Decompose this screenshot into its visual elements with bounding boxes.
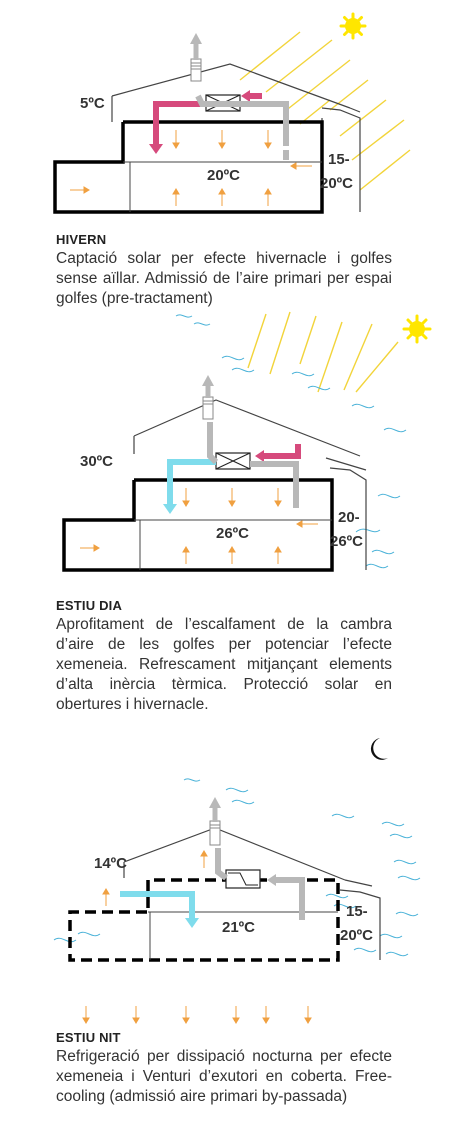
temp-outside: 5ºC — [80, 95, 105, 112]
temp-greenhouse-bottom: 26ºC — [330, 533, 363, 550]
building-walls — [62, 478, 334, 572]
arrowhead — [255, 450, 264, 462]
caption-title: ESTIU DIA — [56, 598, 123, 613]
diagram-summer-night: 14ºC 21ºC 15- 20ºC — [53, 738, 421, 1024]
heat-exchanger-bypass — [225, 869, 261, 889]
wind-streaks — [53, 778, 421, 957]
exhaust-duct — [207, 422, 299, 508]
sun-rays — [247, 311, 399, 393]
caption-body: Refrigeració per dissipació nocturna per… — [56, 1048, 392, 1105]
panel-summer-night: 14ºC 21ºC 15- 20ºC ESTIU NIT Refrigeraci… — [0, 738, 450, 1145]
exhaust-duct — [195, 94, 289, 160]
temp-inside: 21ºC — [222, 919, 255, 936]
chimney — [209, 797, 221, 846]
chimney — [202, 375, 214, 420]
arrowhead — [185, 918, 199, 928]
building-walls — [68, 878, 340, 962]
supply-duct-cool — [120, 891, 195, 920]
temp-greenhouse-top: 15- — [346, 903, 368, 920]
sun-rays — [239, 31, 411, 191]
air-flow-arrows — [82, 850, 312, 1024]
panel-winter: 5ºC 20ºC 15- 20ºC HIVERN Captació solar … — [0, 0, 450, 307]
diagram-winter: 5ºC 20ºC 15- 20ºC — [53, 12, 411, 214]
air-flow-arrows — [80, 488, 318, 564]
supply-duct-warm — [153, 93, 262, 146]
arrowhead — [149, 144, 163, 154]
caption-body: Captació solar per efecte hivernacle i g… — [56, 250, 392, 307]
arrowhead — [267, 874, 276, 886]
building-walls — [53, 120, 324, 214]
air-flow-arrows — [70, 130, 312, 206]
sun-icon — [339, 12, 367, 40]
arrowhead — [163, 504, 177, 514]
temp-inside: 20ºC — [207, 167, 240, 184]
chimney — [190, 33, 202, 82]
caption-winter: HIVERN Captació solar per efecte hiverna… — [56, 232, 392, 309]
diagram-summer-day: 30ºC 26ºC 20- 26ºC — [62, 311, 432, 572]
temp-greenhouse-top: 15- — [328, 151, 350, 168]
caption-title: HIVERN — [56, 232, 107, 247]
sun-icon — [402, 314, 432, 344]
temp-greenhouse-bottom: 20ºC — [340, 927, 373, 944]
temp-outside: 30ºC — [80, 453, 113, 470]
supply-duct-warm — [262, 444, 301, 459]
wind-streaks — [175, 314, 407, 569]
temp-outside: 14ºC — [94, 855, 127, 872]
arrowhead — [241, 90, 250, 102]
caption-summer-day: ESTIU DIA Aprofitament de l’escalfament … — [56, 598, 392, 715]
temp-inside: 26ºC — [216, 525, 249, 542]
panel-summer-day: 30ºC 26ºC 20- 26ºC ESTIU DIA Aprofitamen… — [0, 308, 450, 728]
temp-greenhouse-bottom: 20ºC — [320, 175, 353, 192]
supply-duct-cool — [167, 459, 216, 506]
heat-exchanger — [215, 452, 251, 470]
caption-title: ESTIU NIT — [56, 1030, 121, 1045]
exhaust-duct — [215, 848, 305, 920]
caption-body: Aprofitament de l’escalfament de la camb… — [56, 616, 392, 713]
moon-icon — [370, 738, 388, 760]
caption-summer-night: ESTIU NIT Refrigeració per dissipació no… — [56, 1030, 392, 1107]
temp-greenhouse-top: 20- — [338, 509, 360, 526]
